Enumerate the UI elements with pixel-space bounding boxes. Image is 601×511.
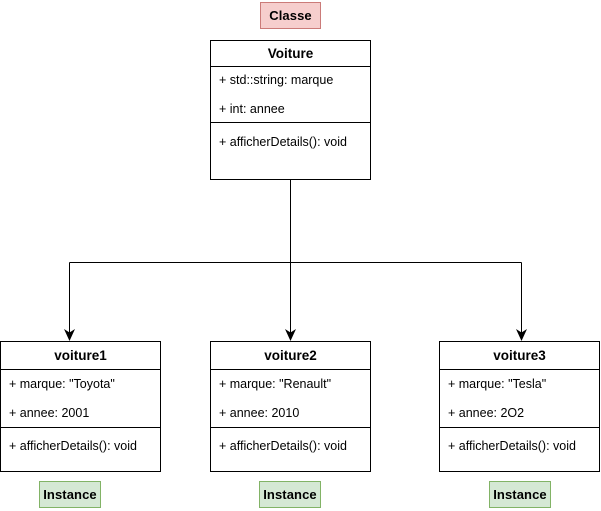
instance-attributes-voiture1: + marque: "Toyota" + annee: 2001 xyxy=(1,370,160,428)
attribute-row: + marque: "Toyota" xyxy=(9,377,115,392)
class-attributes-voiture: + std::string: marque + int: annee xyxy=(211,67,370,123)
instance-box-voiture3[interactable]: voiture3 + marque: "Tesla" + annee: 2O2 … xyxy=(439,341,600,472)
method-row: + afficherDetails(): void xyxy=(219,439,347,453)
attribute-row: + annee: 2O2 xyxy=(448,405,525,420)
attribute-row: + annee: 2001 xyxy=(9,405,90,420)
method-row: + afficherDetails(): void xyxy=(9,439,137,453)
instance-title-voiture3: voiture3 xyxy=(440,342,599,370)
instance-methods-voiture2: + afficherDetails(): void xyxy=(211,428,370,471)
class-methods-voiture: + afficherDetails(): void xyxy=(211,123,370,179)
attribute-row: + marque: "Renault" xyxy=(219,377,332,392)
annotation-instance-voiture3: Instance xyxy=(489,481,551,508)
method-row: + afficherDetails(): void xyxy=(448,439,576,453)
attribute-row: + marque: "Tesla" xyxy=(448,377,547,392)
instance-title-voiture2: voiture2 xyxy=(211,342,370,370)
arrowhead-voiture3 xyxy=(516,329,527,341)
class-box-voiture[interactable]: Voiture + std::string: marque + int: ann… xyxy=(210,40,371,180)
method-row: + afficherDetails(): void xyxy=(219,135,347,149)
attribute-row: + std::string: marque xyxy=(219,73,334,88)
instance-title-voiture1: voiture1 xyxy=(1,342,160,370)
arrowhead-voiture2 xyxy=(285,329,296,341)
instance-box-voiture1[interactable]: voiture1 + marque: "Toyota" + annee: 200… xyxy=(0,341,161,472)
annotation-instance-voiture1: Instance xyxy=(39,481,101,508)
attribute-row: + annee: 2010 xyxy=(219,405,300,420)
instance-methods-voiture3: + afficherDetails(): void xyxy=(440,428,599,471)
instance-methods-voiture1: + afficherDetails(): void xyxy=(1,428,160,471)
instance-attributes-voiture3: + marque: "Tesla" + annee: 2O2 xyxy=(440,370,599,428)
class-title-voiture: Voiture xyxy=(211,41,370,67)
instance-box-voiture2[interactable]: voiture2 + marque: "Renault" + annee: 20… xyxy=(210,341,371,472)
arrowhead-voiture1 xyxy=(64,329,75,341)
annotation-classe: Classe xyxy=(260,2,321,29)
instance-attributes-voiture2: + marque: "Renault" + annee: 2010 xyxy=(211,370,370,428)
annotation-instance-voiture2: Instance xyxy=(259,481,321,508)
attribute-row: + int: annee xyxy=(219,101,285,116)
